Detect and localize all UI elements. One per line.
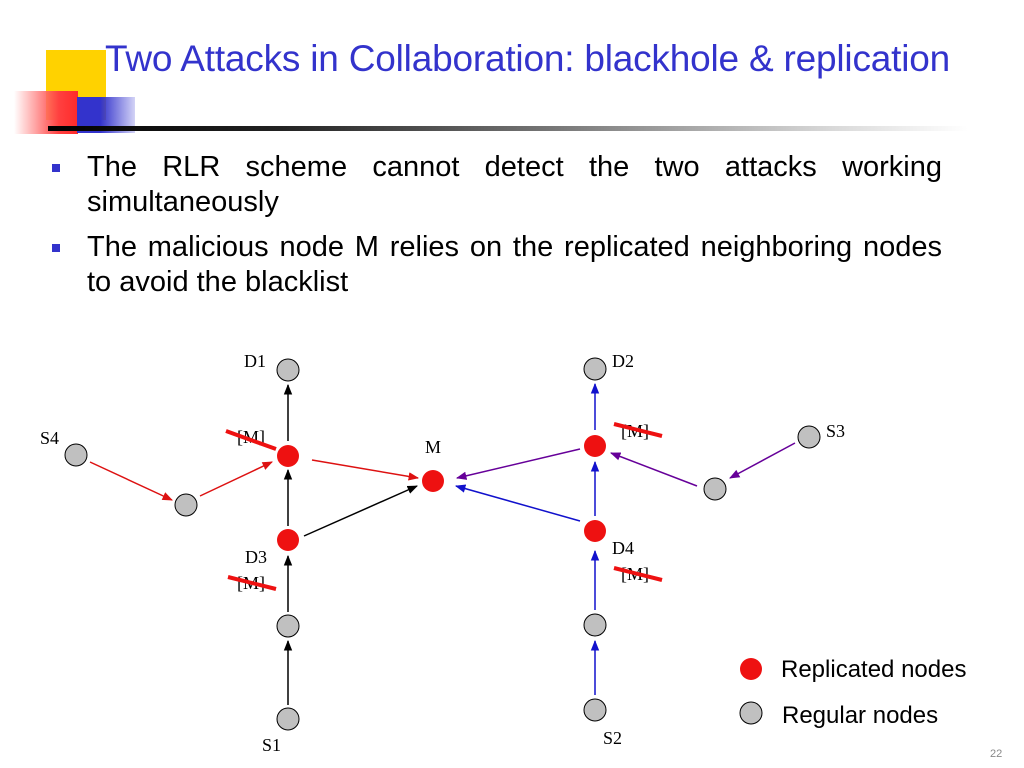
edge-upper-right-replica-to-m <box>455 448 581 480</box>
edge-upper-left-replica-to-m <box>311 459 420 481</box>
node-s3-relay <box>703 477 727 501</box>
label-s3: S3 <box>826 421 845 441</box>
slide-title: Two Attacks in Collaboration: blackhole … <box>105 38 950 79</box>
node-s4-relay <box>174 493 198 517</box>
bullet-text: The malicious node M relies on the repli… <box>87 231 942 298</box>
label-d3: D3 <box>245 547 267 567</box>
edge-d3-to-m <box>303 485 418 537</box>
title-underline <box>48 126 968 131</box>
node-s3 <box>797 425 821 449</box>
node-s1 <box>276 707 300 731</box>
edge-s4-to-relay <box>89 461 173 501</box>
node-d2 <box>583 357 607 381</box>
label-d2: D2 <box>612 351 634 371</box>
legend: Replicated nodes Regular nodes <box>739 656 966 729</box>
label-m: M <box>425 437 441 457</box>
legend-regular-swatch <box>739 701 763 725</box>
edge-d4-to-m <box>454 484 581 522</box>
node-upper-left-replica <box>277 445 299 467</box>
edge-right-relay-to-upper-right-replica <box>610 452 698 487</box>
legend-regular-label: Regular nodes <box>782 702 938 729</box>
node-right-lower <box>583 613 607 637</box>
label-d1: D1 <box>244 351 266 371</box>
legend-replicated-label: Replicated nodes <box>781 656 966 683</box>
bullet-item: The RLR scheme cannot detect the two att… <box>50 150 942 220</box>
node-s4 <box>64 443 88 467</box>
bullet-list: The RLR scheme cannot detect the two att… <box>50 150 942 310</box>
page-number: 22 <box>990 748 1003 760</box>
node-left-lower <box>276 614 300 638</box>
node-m <box>422 470 444 492</box>
label-d4: D4 <box>612 538 634 558</box>
node-d1 <box>276 358 300 382</box>
bullet-text: The RLR scheme cannot detect the two att… <box>87 151 942 218</box>
strike-upper-left <box>225 429 277 451</box>
edge-relay-to-upper-left-replica <box>199 461 273 497</box>
bullet-square-icon <box>52 244 60 252</box>
node-upper-right-replica <box>584 435 606 457</box>
edge-s3-to-right-relay <box>729 442 796 479</box>
strike-upper-right <box>613 422 663 438</box>
bullet-square-icon <box>52 164 60 172</box>
legend-replicated-swatch <box>740 658 762 680</box>
label-s2: S2 <box>603 728 622 748</box>
node-d4 <box>584 520 606 542</box>
strike-lower-left <box>227 575 277 591</box>
bullet-item: The malicious node M relies on the repli… <box>50 230 942 300</box>
node-s2 <box>583 698 607 722</box>
label-s1: S1 <box>262 735 281 755</box>
node-d3 <box>277 529 299 551</box>
label-s4: S4 <box>40 428 59 448</box>
strike-lower-right <box>613 566 663 582</box>
